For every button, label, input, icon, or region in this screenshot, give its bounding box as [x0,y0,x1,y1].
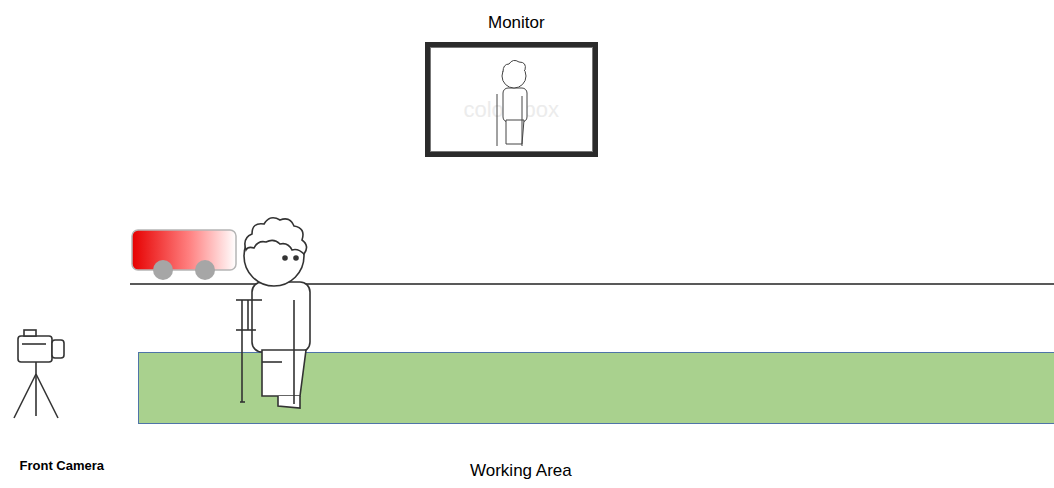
leg-stump [262,361,282,363]
camera-on-tripod [14,330,64,418]
cart-wheel [153,260,173,280]
monitor-label: Monitor [488,13,545,33]
camera-lens [52,340,64,358]
person-torso [252,282,310,352]
crutch-top [236,299,262,301]
curly-hair [245,218,307,254]
person-legs [262,350,306,396]
camera-top [24,330,36,336]
tripod-leg [14,374,36,418]
tripod-head [35,362,37,374]
person-eye [294,256,298,260]
camera-label: Front Camera [20,458,105,473]
tripod-leg [35,374,37,416]
figure-torso [503,88,527,122]
figure-crutch [522,96,523,146]
cart-wheel [195,260,215,280]
person-eye [283,256,287,260]
monitor-figure [497,60,527,146]
crutch [247,300,249,330]
figure-legs [506,120,524,144]
figure-crutch [497,94,498,146]
crutch [293,300,295,404]
person-on-crutches [236,218,310,408]
crutch [241,300,243,402]
camera-body [18,336,52,362]
working-area-label: Working Area [470,461,572,481]
crutch-grip [236,329,256,331]
person-foot [278,396,300,408]
tripod-leg [36,374,58,418]
camera-detail [22,343,46,345]
red-cart [132,230,236,270]
figure-hair [503,60,525,72]
crutch-tip [240,401,245,403]
